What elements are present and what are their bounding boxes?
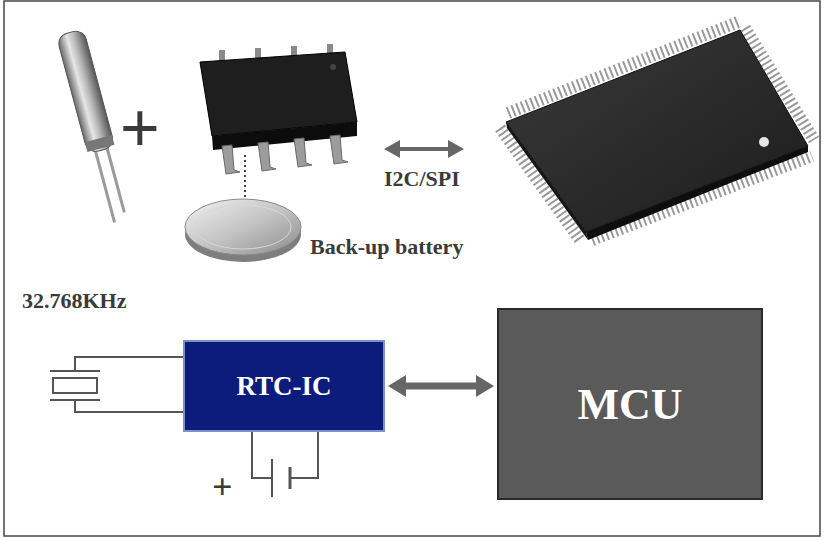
- box-text: RTC-IC: [236, 371, 331, 402]
- mcu-box: MCU: [497, 308, 763, 500]
- bus-connector: [388, 375, 494, 397]
- arrow-head: [476, 375, 494, 397]
- box-text: MCU: [577, 379, 682, 430]
- polarity-label: +: [212, 466, 233, 508]
- plus-sign-text: +: [120, 89, 160, 165]
- qfp-chip: [500, 22, 814, 240]
- frequency-label-text: 32.768KHz: [22, 288, 127, 313]
- battery-label: Back-up battery: [310, 234, 463, 260]
- frequency-label: 32.768KHz: [22, 288, 127, 314]
- frame: [4, 1, 820, 536]
- dotted-leader: [244, 155, 246, 198]
- battery-label-text: Back-up battery: [310, 234, 463, 259]
- bus-label: I2C/SPI: [384, 166, 460, 192]
- bus-label-text: I2C/SPI: [384, 166, 460, 191]
- connector-line: [402, 383, 480, 390]
- rtc-ic-box: RTC-IC: [183, 340, 385, 432]
- coin-battery: [185, 199, 301, 262]
- battery-symbol: [252, 432, 318, 497]
- soic-chip: [200, 44, 357, 174]
- plus-sign: +: [120, 88, 160, 166]
- crystal-symbol: [50, 357, 183, 412]
- bus-arrow: [384, 140, 464, 158]
- polarity-label-text: +: [212, 467, 233, 507]
- arrow-head: [388, 375, 406, 397]
